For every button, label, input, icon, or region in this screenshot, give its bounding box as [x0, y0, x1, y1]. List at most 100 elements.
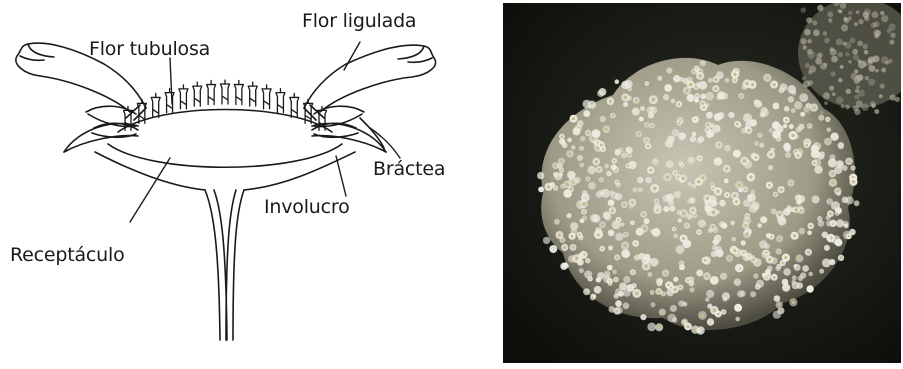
floret-petal [566, 213, 571, 218]
floret-center [651, 292, 653, 294]
floret-petal [688, 157, 695, 164]
floret-center [821, 153, 823, 155]
floret-center [714, 87, 717, 90]
floret-petal [760, 216, 767, 223]
floret-center [831, 172, 834, 175]
background-floret [823, 31, 827, 35]
left-bracts [64, 106, 138, 152]
floret-petal [759, 143, 764, 148]
floret-petal [824, 245, 830, 251]
flower-head-diagram: Flor tubulosa Flor ligulada Bráctea Invo… [0, 0, 500, 365]
floret-center [809, 125, 811, 127]
background-floret [836, 38, 843, 45]
floret-center [746, 215, 748, 217]
floret-petal [557, 163, 563, 169]
floret-center [685, 89, 688, 92]
floret-center [645, 139, 648, 142]
floret-center [807, 251, 810, 254]
floret-center [579, 234, 581, 236]
floret-center [632, 271, 634, 273]
floret-petal [673, 277, 678, 282]
floret-petal [792, 275, 797, 280]
floret-petal [615, 79, 620, 84]
floret-center [715, 78, 718, 81]
background-floret [841, 104, 845, 108]
floret-petal [634, 255, 640, 261]
background-floret [827, 11, 833, 17]
background-floret [854, 22, 858, 26]
floret-petal [615, 300, 622, 307]
floret-center [807, 105, 809, 107]
floret-petal [728, 112, 734, 118]
floret-center [697, 180, 700, 183]
background-floret [824, 63, 828, 67]
floret-center [752, 191, 754, 193]
floret-center [555, 187, 557, 189]
floret-center [684, 303, 686, 305]
floret-petal [692, 132, 697, 137]
background-floret [880, 84, 885, 89]
floret-petal [785, 152, 791, 158]
background-floret [865, 76, 870, 81]
floret-petal [750, 291, 756, 297]
floret-petal [638, 187, 643, 192]
floret-petal [696, 270, 703, 277]
floret-petal [788, 85, 797, 94]
background-floret [801, 7, 807, 13]
floret-center [738, 184, 741, 187]
floret-center [581, 147, 583, 149]
floret-petal [650, 258, 659, 267]
floret-center [601, 248, 603, 250]
floret-petal [811, 145, 819, 153]
floret-center [711, 184, 713, 186]
floret-center [740, 95, 743, 98]
floret-center [582, 202, 585, 205]
floret-petal [679, 260, 685, 266]
floret-petal [620, 222, 624, 226]
floret-petal [724, 145, 731, 152]
floret-petal [826, 220, 832, 226]
floret-petal [567, 171, 576, 180]
floret-center [698, 74, 701, 77]
floret-center [563, 246, 566, 249]
floret-petal [689, 197, 695, 203]
disc-floret [234, 81, 243, 105]
floret-center [747, 129, 750, 132]
floret-center [752, 259, 755, 262]
floret-center [698, 231, 700, 233]
leader-receptaculo [130, 158, 170, 222]
floret-center [691, 209, 694, 212]
floret-center [609, 100, 612, 103]
receptacle-shape [95, 110, 355, 191]
floret-petal [608, 200, 615, 207]
floret-petal [623, 302, 630, 309]
floret-petal [537, 172, 544, 179]
floret-petal [588, 182, 596, 190]
floret-center [716, 190, 719, 193]
floret-petal [645, 177, 651, 183]
floret-petal [604, 164, 609, 169]
background-floret [857, 41, 863, 47]
floret-center [766, 76, 769, 79]
disc-floret [248, 82, 257, 106]
floret-center [614, 271, 616, 273]
disc-floret [290, 93, 299, 117]
floret-petal [663, 206, 669, 212]
floret-petal [812, 196, 820, 204]
floret-center [677, 176, 679, 178]
background-floret [804, 29, 811, 36]
floret-petal [632, 187, 637, 192]
floret-petal [668, 199, 674, 205]
background-floret [808, 70, 812, 74]
label-flor-tubulosa: Flor tubulosa [89, 40, 210, 59]
floret-center [678, 122, 680, 124]
floret-center [674, 288, 677, 291]
floret-petal [783, 208, 791, 216]
floret-center [749, 175, 752, 178]
background-floret [837, 9, 841, 13]
background-floret [816, 53, 822, 59]
leader-lines [130, 42, 400, 222]
floret-center [813, 162, 815, 164]
background-floret [856, 75, 860, 79]
floret-petal [623, 102, 628, 107]
